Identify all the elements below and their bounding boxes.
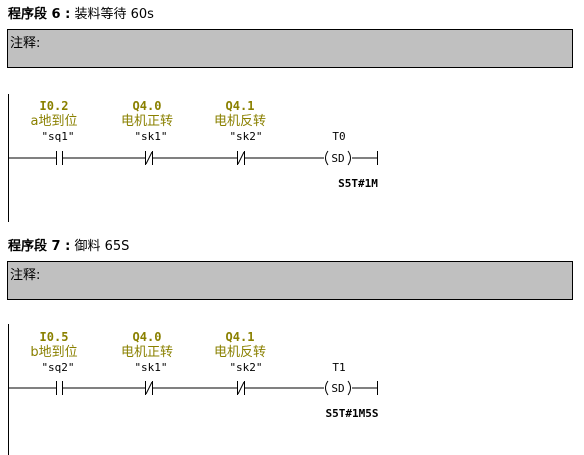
- contact-symbol: 电机正转: [121, 114, 173, 129]
- contact-operand: "sk2": [229, 130, 262, 143]
- contact-nc[interactable]: Q4.1 电机反转 "sk2": [214, 330, 266, 395]
- coil-parameter: S5T#1M: [338, 177, 378, 190]
- timer-coil[interactable]: T0 SD S5T#1M: [325, 130, 379, 190]
- contact-address: Q4.1: [226, 330, 255, 344]
- contact-address: I0.5: [40, 330, 69, 344]
- network-7-comment-box[interactable]: 注释:: [7, 261, 573, 300]
- contact-address: Q4.0: [133, 99, 162, 113]
- contact-nc[interactable]: Q4.1 电机反转 "sk2": [214, 99, 266, 165]
- contact-no[interactable]: I0.2 a地到位 "sq1": [31, 99, 78, 165]
- contact-operand: "sq1": [41, 130, 74, 143]
- coil-type: SD: [331, 152, 344, 165]
- contact-operand: "sk2": [229, 361, 262, 374]
- contact-address: Q4.1: [226, 99, 255, 113]
- network-6-label: 程序段 6 :: [8, 7, 71, 22]
- network-7: 程序段 7 : 御料 65S 注释: I0.5 b地到位 "sq2" Q4.0 …: [0, 238, 584, 455]
- contact-symbol: b地到位: [30, 345, 77, 360]
- network-6-comment-box[interactable]: 注释:: [7, 29, 573, 68]
- network-6-comment-label: 注释:: [10, 36, 41, 51]
- contact-operand: "sk1": [134, 361, 167, 374]
- coil-parameter: S5T#1M5S: [326, 407, 379, 420]
- network-6-description[interactable]: 装料等待 60s: [74, 7, 154, 22]
- contact-symbol: 电机正转: [121, 345, 173, 360]
- contact-address: I0.2: [40, 99, 69, 113]
- network-7-label: 程序段 7 :: [8, 239, 71, 254]
- timer-coil[interactable]: T1 SD S5T#1M5S: [325, 361, 379, 420]
- contact-symbol: 电机反转: [214, 114, 266, 129]
- coil-name: T0: [332, 130, 345, 143]
- coil-type: SD: [331, 382, 344, 395]
- contact-no[interactable]: I0.5 b地到位 "sq2": [30, 330, 78, 395]
- coil-name: T1: [332, 361, 345, 374]
- network-6-ladder: I0.2 a地到位 "sq1" Q4.0 电机正转 "sk1" Q4.1 电机反…: [8, 94, 379, 222]
- contact-operand: "sk1": [134, 130, 167, 143]
- network-6: 程序段 6 : 装料等待 60s 注释: I0.2 a地到位 "sq1" Q4.…: [0, 6, 584, 226]
- contact-nc[interactable]: Q4.0 电机正转 "sk1": [121, 99, 173, 165]
- network-7-ladder: I0.5 b地到位 "sq2" Q4.0 电机正转 "sk1" Q4.1 电机反…: [8, 324, 379, 455]
- contact-nc[interactable]: Q4.0 电机正转 "sk1": [121, 330, 173, 395]
- contact-address: Q4.0: [133, 330, 162, 344]
- network-6-title: 程序段 6 : 装料等待 60s: [8, 6, 154, 24]
- network-7-description[interactable]: 御料 65S: [74, 239, 130, 254]
- network-7-title: 程序段 7 : 御料 65S: [8, 238, 129, 256]
- network-7-comment-label: 注释:: [10, 268, 41, 283]
- contact-symbol: a地到位: [31, 114, 78, 129]
- contact-operand: "sq2": [41, 361, 74, 374]
- contact-symbol: 电机反转: [214, 345, 266, 360]
